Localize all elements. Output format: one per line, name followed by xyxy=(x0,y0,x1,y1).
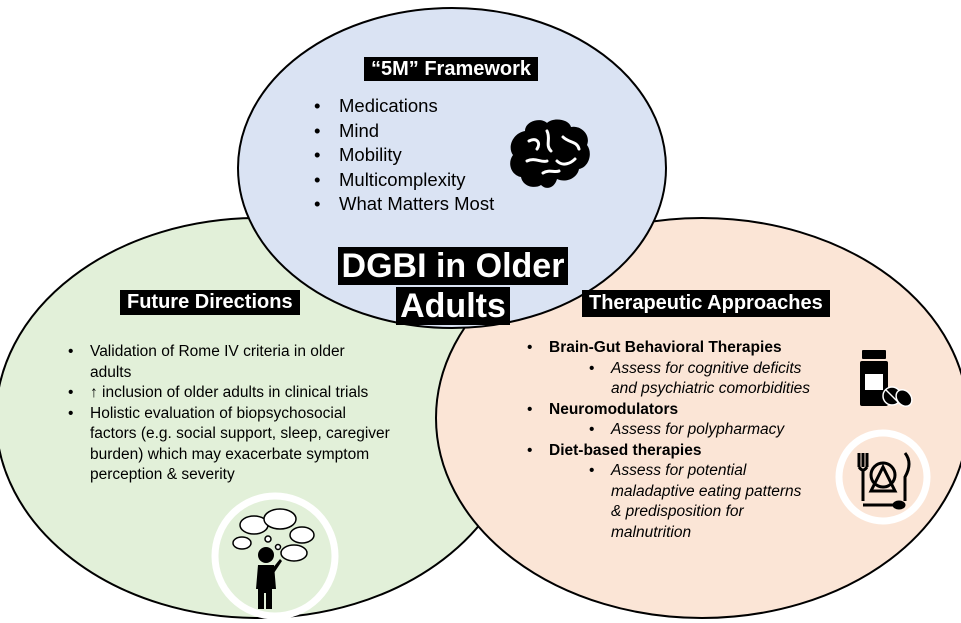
list-item: Neuromodulators Assess for polypharmacy xyxy=(527,400,827,441)
section-heading: Brain-Gut Behavioral Therapies xyxy=(549,339,782,356)
sub-list-item: Assess for cognitive deficits and psychi… xyxy=(549,359,811,400)
therapeutic-approaches-title: Therapeutic Approaches xyxy=(582,290,830,317)
future-directions-list: Validation of Rome IV criteria in older … xyxy=(68,342,413,486)
pill-bottle-icon xyxy=(860,350,913,407)
center-title: DGBI in Older Adults xyxy=(337,246,569,326)
list-item: Validation of Rome IV criteria in older … xyxy=(68,342,380,383)
thinking-person-icon xyxy=(211,492,339,620)
plate-utensils-icon xyxy=(835,429,931,525)
framework-list: Medications Mind Mobility Multicomplexit… xyxy=(314,94,494,217)
list-item: Holistic evaluation of biopsychosocial f… xyxy=(68,404,395,486)
list-item: Medications xyxy=(314,94,494,119)
center-title-line-1: DGBI in Older xyxy=(337,247,569,285)
list-item: Mobility xyxy=(314,143,494,168)
list-item: Brain-Gut Behavioral Therapies Assess fo… xyxy=(527,338,827,400)
brain-icon xyxy=(510,119,590,188)
list-item: Multicomplexity xyxy=(314,168,494,193)
therapeutic-approaches-list: Brain-Gut Behavioral Therapies Assess fo… xyxy=(527,338,827,543)
list-item: What Matters Most xyxy=(314,192,494,217)
framework-title: “5M” Framework xyxy=(364,57,539,81)
section-heading: Diet-based therapies xyxy=(549,441,702,459)
list-item: ↑ inclusion of older adults in clinical … xyxy=(68,383,413,404)
list-item: Mind xyxy=(314,119,494,144)
sub-list-item: Assess for potential maladaptive eating … xyxy=(549,461,811,543)
sub-list-item: Assess for polypharmacy xyxy=(549,420,811,441)
center-title-line-2: Adults xyxy=(396,287,510,325)
section-heading: Neuromodulators xyxy=(549,400,679,418)
future-directions-title: Future Directions xyxy=(120,290,300,315)
list-item: Diet-based therapies Assess for potentia… xyxy=(527,441,827,544)
